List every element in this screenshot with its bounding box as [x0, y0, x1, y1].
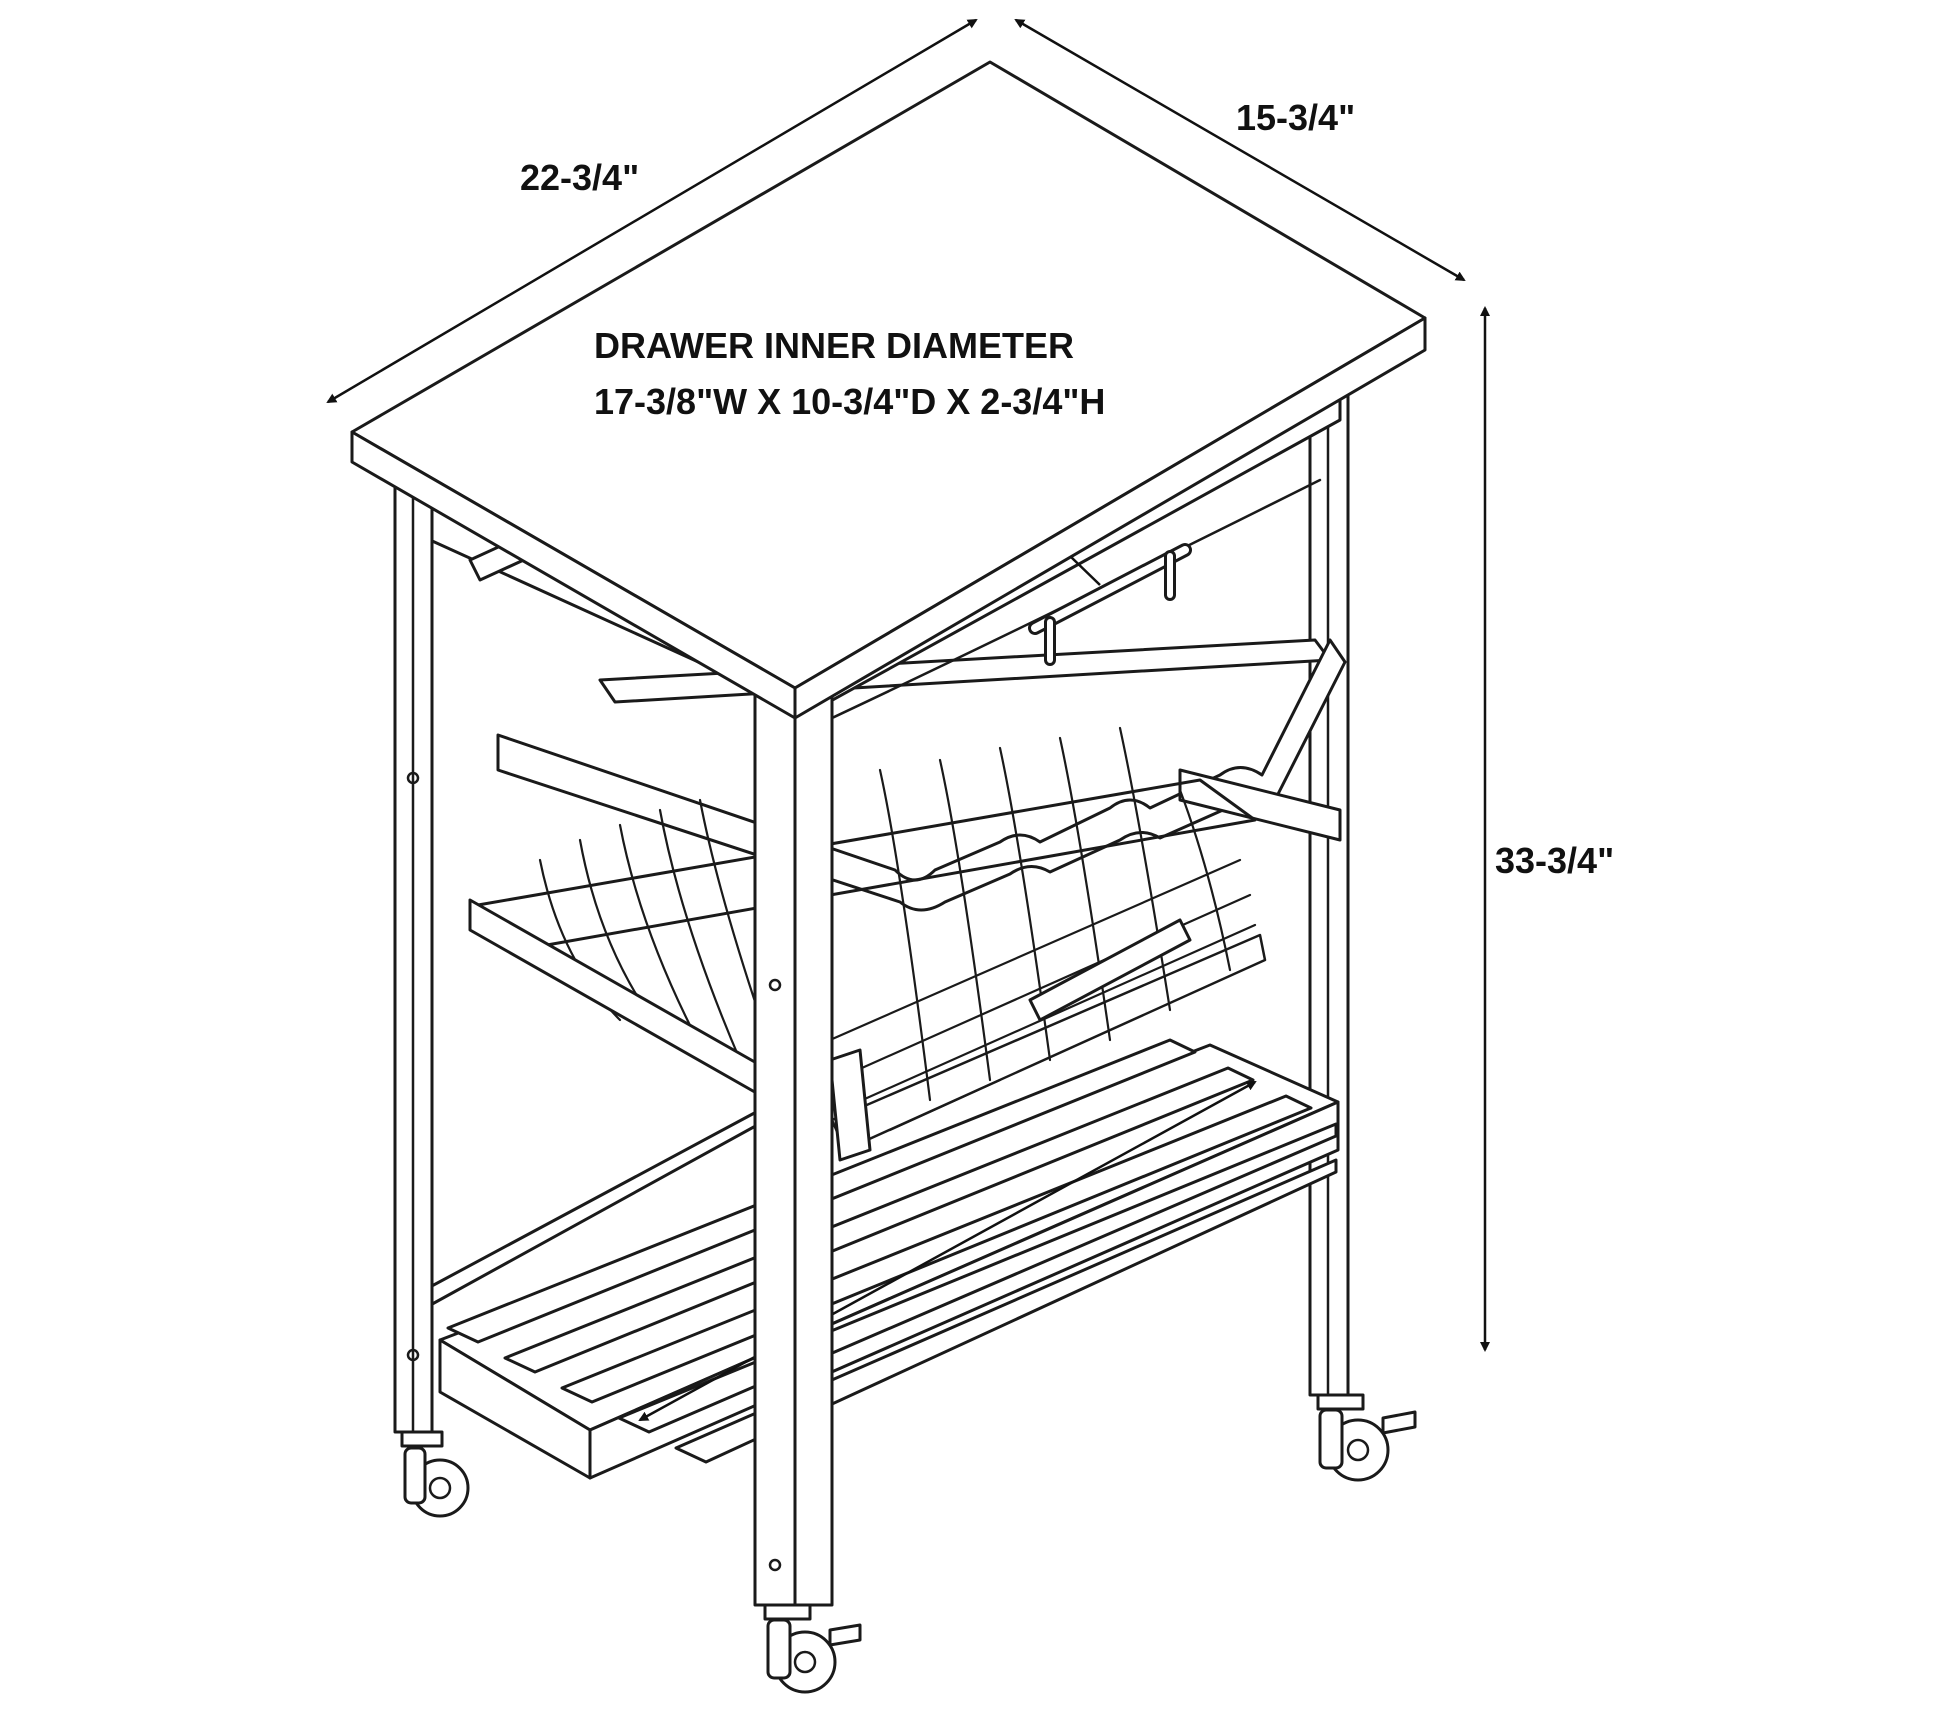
drawer-handle	[1028, 543, 1192, 666]
depth-dimension-line	[1014, 18, 1466, 282]
width-dimension-line	[326, 18, 978, 404]
rear-left-leg	[393, 478, 434, 1434]
caster-rear-right	[1316, 1393, 1417, 1482]
caster-front-left	[763, 1603, 862, 1694]
bottom-shelf	[413, 1038, 1340, 1480]
height-dimension-label: 33-3/4"	[1495, 840, 1614, 881]
drawer-callout-dimensions: 17-3/8"W X 10-3/4"D X 2-3/4"H	[594, 381, 1105, 422]
cart-top	[350, 60, 1427, 720]
rear-right-leg	[1308, 378, 1350, 1397]
drawer-callout-title: DRAWER INNER DIAMETER	[594, 325, 1074, 366]
caster-rear-left	[400, 1430, 470, 1518]
wire-basket	[476, 726, 1267, 1162]
width-dimension-label: 22-3/4"	[520, 157, 639, 198]
depth-dimension-label: 15-3/4"	[1236, 97, 1355, 138]
front-left-leg	[753, 666, 834, 1607]
